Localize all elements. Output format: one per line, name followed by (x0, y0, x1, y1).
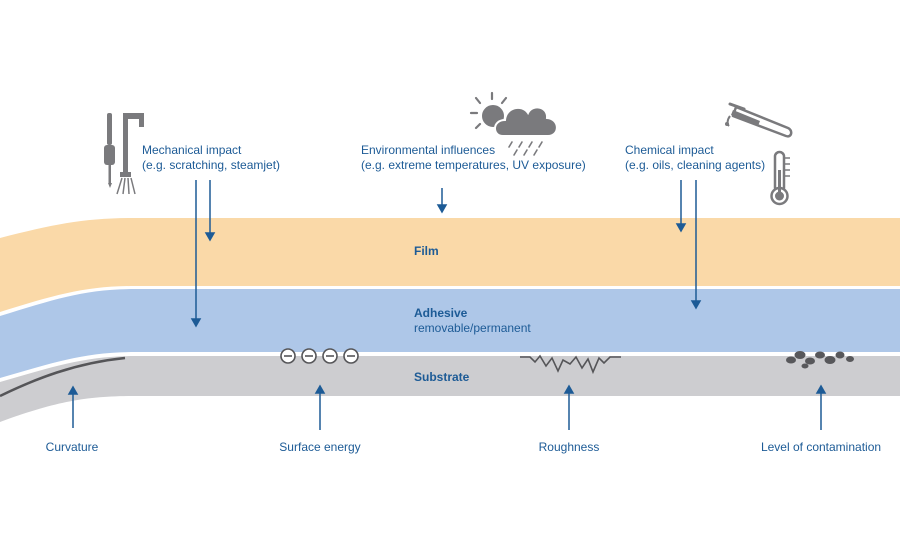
sun-cloud-rain-icon (469, 91, 558, 156)
surface-energy-label: Surface energy (279, 440, 361, 454)
substrate-layer-label: Substrate (414, 370, 470, 384)
screwdriver-and-steamjet-icon (104, 113, 144, 195)
curvature-label: Curvature (45, 440, 99, 454)
mechanical-impact-subtitle: (e.g. scratching, steamjet) (142, 158, 281, 172)
chemical-impact-subtitle: (e.g. oils, cleaning agents) (625, 158, 766, 172)
roughness-label: Roughness (538, 440, 600, 454)
mechanical-impact-title: Mechanical impact (142, 143, 242, 157)
test-tube-and-thermometer-icon (725, 102, 793, 206)
negative-charges-icon (280, 348, 359, 364)
film-layer-label: Film (414, 244, 439, 258)
environmental-influences-subtitle: (e.g. extreme temperatures, UV exposure) (361, 158, 586, 172)
adhesive-layer (0, 289, 900, 378)
adhesive-layer-label: Adhesive (414, 306, 468, 320)
contamination-level-label: Level of contamination (760, 440, 882, 454)
environmental-influences-title: Environmental influences (361, 143, 496, 157)
jagged-line-icon (520, 354, 621, 375)
curve-icon (0, 356, 126, 398)
adhesive-layer-sublabel: removable/permanent (414, 321, 531, 335)
chemical-impact-title: Chemical impact (625, 143, 714, 157)
particles-icon (786, 351, 854, 369)
film-layer (0, 218, 900, 312)
substrate-layer (0, 356, 900, 422)
